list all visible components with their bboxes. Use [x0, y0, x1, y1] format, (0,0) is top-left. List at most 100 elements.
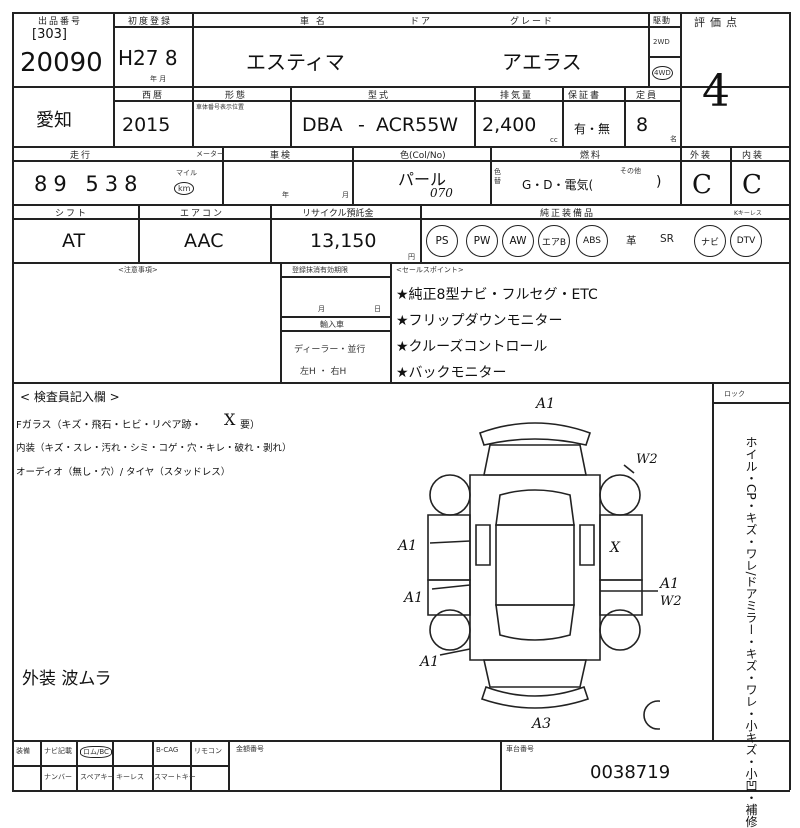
inspection-label: 車検 — [270, 151, 293, 161]
interior-label: 内装 — [742, 151, 765, 161]
drive-2wd: 2WD — [653, 38, 670, 46]
sales-label: <セールスポイント> — [396, 266, 464, 274]
recycle-label: リサイクル預託金 — [302, 209, 374, 219]
front-bumper — [478, 422, 592, 446]
lot-label: 出品番号 — [38, 17, 83, 27]
exterior: C — [692, 170, 712, 200]
registration-month: 月 — [318, 305, 325, 313]
sales-point-4: ★バックモニター — [396, 365, 507, 381]
equip-sr: SR — [660, 233, 674, 245]
front-left-wheel — [429, 474, 471, 516]
color-code: 070 — [430, 186, 453, 200]
equip-aw: AW — [502, 225, 534, 257]
recycle-unit: 円 — [408, 253, 415, 261]
footer-smart-key: スマートキー — [154, 773, 196, 781]
registration-day: 日 — [374, 305, 381, 313]
rear-window — [495, 604, 575, 641]
mark-right-rear-w: W2 — [660, 594, 682, 609]
ac-label: エアコン — [180, 209, 225, 219]
grade: アエラス — [502, 50, 582, 74]
sales-point-2: ★フリップダウンモニター — [396, 313, 563, 329]
equip-pw: PW — [466, 225, 498, 257]
inspection-line2: 内装（キズ・スレ・汚れ・シミ・コゲ・穴・キレ・破れ・剥れ） — [16, 443, 292, 454]
import-label: 輸入車 — [320, 320, 344, 329]
right-window — [579, 524, 595, 566]
footer-navi: ナビ記載 — [44, 747, 72, 755]
sales-point-3: ★クルーズコントロール — [396, 339, 548, 355]
lock-label: ロック — [724, 390, 745, 398]
mark-left-mid: A1 — [404, 590, 424, 606]
type-prefix: DBA — [302, 114, 343, 136]
rear-bumper — [480, 685, 590, 709]
rule — [12, 790, 790, 792]
footer-equip: 装備 — [16, 747, 30, 755]
mark-front: A1 — [536, 396, 556, 412]
cc: 2,400 — [482, 114, 537, 136]
grade-label: グレード — [510, 17, 555, 27]
registration-label: 登録抹消有効期限 — [292, 266, 348, 274]
mileage-label: 走行 — [70, 151, 93, 161]
mark-left-rear: A1 — [420, 654, 440, 670]
import-dealer: ディーラー・並行 — [294, 345, 366, 355]
rule — [12, 146, 790, 148]
type-dash: - — [358, 114, 365, 136]
footer-keyless: キーレス — [116, 773, 144, 781]
fuel-close: ) — [656, 174, 662, 190]
fuel-label: 燃料 — [580, 151, 603, 161]
inspection-line1-mark: X — [224, 410, 236, 429]
mark-right-rear-a: A1 — [660, 576, 680, 592]
year: 2015 — [122, 114, 171, 136]
rule — [12, 740, 790, 742]
score-label: 評価点 — [694, 16, 742, 29]
type-label: 型式 — [368, 91, 391, 101]
right-rear-door — [599, 579, 643, 616]
rule — [12, 12, 790, 14]
score: 4 — [702, 66, 730, 117]
inspection-line1: Fガラス（キズ・飛石・ヒビ・リペア跡・ — [16, 420, 202, 431]
seats: 8 — [636, 114, 649, 136]
left-window — [475, 524, 491, 566]
left-front-door — [427, 514, 471, 581]
color: パール — [398, 170, 447, 189]
type-code: ACR55W — [376, 114, 459, 136]
equip-abs: ABS — [576, 225, 608, 257]
side-text: ホイル・CP・キズ・ワレ/ドアミラー・キズ・ワレ・小キズ・小凹・補修 — [744, 436, 758, 828]
reg-year: H27 8 — [118, 46, 178, 70]
mark-right-mid: X — [610, 540, 620, 556]
interior: C — [742, 170, 762, 200]
lot-bracket: [303] — [32, 27, 67, 42]
shift-label: シフト — [55, 209, 89, 219]
seats-unit: 名 — [670, 135, 677, 143]
drive-label: 駆動 — [653, 16, 671, 25]
equip-label: 純正装備品 — [540, 209, 596, 219]
shape-label: 形態 — [225, 91, 248, 101]
color-label: 色(Col/No) — [400, 151, 446, 161]
steering: 左H ・ 右H — [300, 367, 347, 377]
km-unit: km — [174, 182, 195, 195]
rear-right-wheel — [599, 609, 641, 651]
deposit-label: 金額番号 — [236, 745, 264, 753]
car-diagram — [427, 422, 660, 730]
sales-point-1: ★純正8型ナビ・フルセグ・ETC — [396, 287, 598, 303]
seats-label: 定員 — [636, 91, 659, 101]
fuel-other: その他 — [620, 167, 641, 175]
body-outline — [469, 474, 601, 661]
color-change: 色替 — [494, 168, 501, 185]
model-name: エスティマ — [246, 50, 345, 74]
rule — [12, 12, 14, 790]
left-rear-door — [427, 579, 471, 616]
inspection-line1-end: 要） — [240, 420, 260, 431]
inspection-line3: オーディオ（無し・穴）/ タイヤ（スタッドレス） — [16, 467, 231, 478]
exterior-label: 外装 — [690, 151, 713, 161]
doors-label: ドア — [410, 17, 433, 27]
reg-suffix: 年 月 — [150, 75, 167, 83]
rule — [12, 262, 790, 264]
remarks-label: <注意事項> — [118, 266, 158, 274]
auction-sheet: 出品番号 [303] 20090 初度登録 H27 8 年 月 車 名 エスティ… — [12, 12, 791, 828]
footer-plate: ナンバー — [44, 773, 72, 781]
handwritten-note: 外装 波ムラ — [22, 669, 112, 689]
warranty-label: 保証書 — [568, 91, 602, 101]
warranty: 有・無 — [574, 122, 611, 136]
equip-dtv: DTV — [730, 225, 762, 257]
mark-left-front: A1 — [398, 538, 418, 554]
